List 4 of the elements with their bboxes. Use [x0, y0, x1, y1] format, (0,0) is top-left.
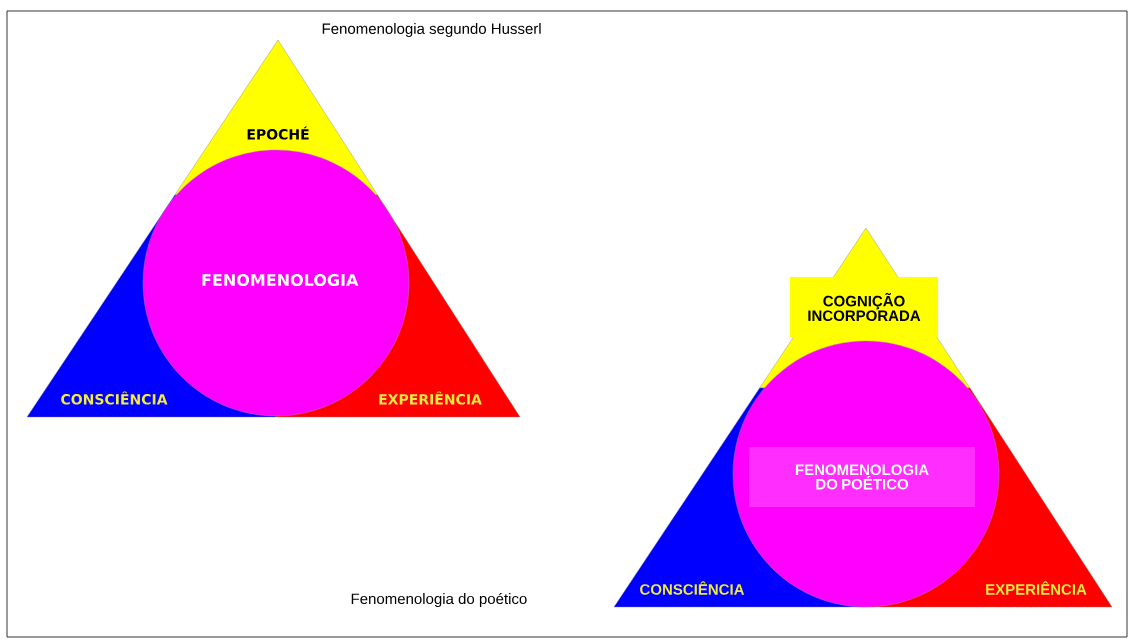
caption: Fenomenologia do poético: [351, 592, 527, 608]
caption: Fenomenologia segundo Husserl: [322, 23, 541, 37]
region-label: EPOCHÉ: [247, 126, 309, 140]
label-box: COGNIÇÃO INCORPORADA: [790, 277, 938, 337]
